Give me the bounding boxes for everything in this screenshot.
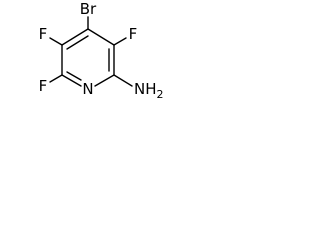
bond-c2-f — [49, 74, 63, 83]
bond-c5-f — [113, 37, 127, 46]
atom-hydrazine-subscript: 2 — [157, 88, 164, 101]
bond-c6-nh — [113, 74, 133, 87]
bond-c3-f — [49, 37, 63, 46]
bond-c2-n-inner — [66, 71, 82, 81]
bond-n-c6 — [94, 74, 115, 87]
atom-f-upper-left-label: F — [39, 25, 48, 43]
atom-f-upper-right-label: F — [129, 25, 138, 43]
molecule-structure: Br F F F N NH2 — [39, 0, 164, 101]
atom-hydrazine-text: NH — [134, 80, 157, 98]
atom-n-ring-label: N — [82, 80, 93, 98]
atom-f-lower-left-label: F — [39, 77, 48, 95]
bond-c4-c3-inner — [66, 35, 89, 50]
atom-br-label: Br — [80, 0, 97, 18]
atom-hydrazine-label: NH2 — [134, 80, 164, 101]
bond-c2-n — [61, 74, 82, 87]
bond-c4-c3 — [61, 28, 89, 46]
bond-c4-c5 — [87, 28, 115, 46]
